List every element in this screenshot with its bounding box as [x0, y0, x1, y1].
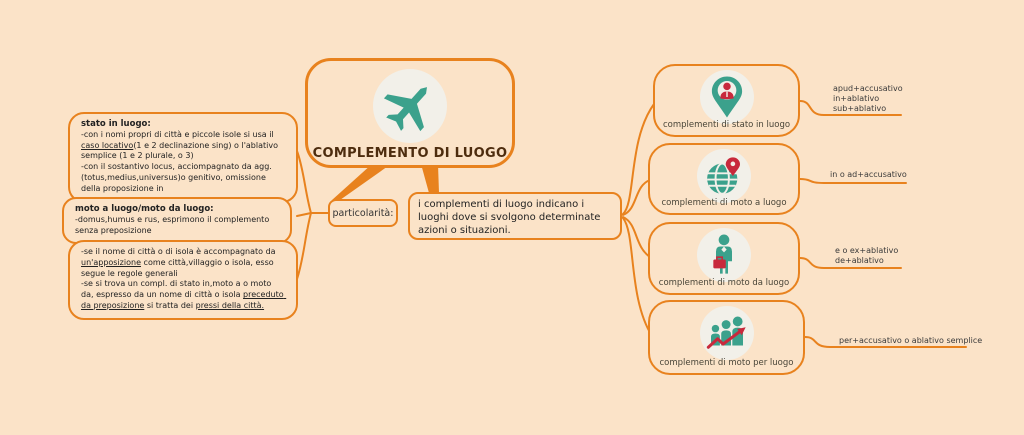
node-moto-da-luogo[interactable]: complementi di moto da luogo: [648, 222, 800, 295]
annotation-stato-in-luogo: apud+accusativo in+ablativo sub+ablativo: [833, 84, 903, 113]
note-text-underlined: pressi della città.: [195, 300, 265, 310]
particularities-node[interactable]: particolarità:: [328, 199, 398, 227]
node-label: complementi di moto a luogo: [661, 198, 787, 208]
node-label: complementi di moto per luogo: [659, 358, 794, 368]
annotation-moto-a-luogo: in o ad+accusativo: [830, 170, 907, 179]
person-pin-icon: [699, 70, 754, 124]
note-text: -con i nomi propri di città e piccole is…: [81, 129, 277, 139]
note-text: come città,villaggio o isola, esso segue…: [81, 257, 274, 300]
note-text: -se il nome di città o di isola è accomp…: [81, 247, 279, 256]
node-label: complementi di stato in luogo: [662, 120, 791, 130]
description-text: i complementi di luogo indicano i luoghi…: [418, 199, 601, 236]
annotation-moto-da-luogo: e o ex+ablativo de+ablativo: [835, 246, 899, 265]
description-node[interactable]: i complementi di luogo indicano i luoghi…: [408, 192, 622, 240]
node-moto-a-luogo[interactable]: complementi di moto a luogo: [648, 143, 800, 215]
note-citta-isola[interactable]: -se il nome di città o di isola è accomp…: [68, 240, 298, 320]
note-stato-in-luogo[interactable]: stato in luogo:-con i nomi propri di cit…: [68, 112, 298, 203]
node-stato-in-luogo[interactable]: complementi di stato in luogo: [653, 64, 800, 137]
note-title: stato in luogo:: [81, 119, 151, 129]
globe-pin-icon: [697, 149, 751, 203]
particularities-label: particolarità:: [332, 207, 394, 219]
annotation-moto-per-luogo: per+accusativo o ablativo semplice: [839, 336, 983, 345]
note-text: (1 e 2 declinazione sing) o l'ablativo s…: [81, 140, 278, 193]
node-moto-per-luogo[interactable]: complementi di moto per luogo: [648, 300, 805, 375]
note-text-underlined: preceduto da preposizione: [81, 290, 287, 310]
note-text-underlined: caso locativo: [81, 140, 134, 150]
person-briefcase-icon: [697, 228, 751, 282]
central-node[interactable]: COMPLEMENTO DI LUOGO: [305, 58, 515, 168]
page-title: COMPLEMENTO DI LUOGO: [312, 146, 508, 161]
note-text-underlined: un'apposizione: [81, 257, 141, 267]
airplane-icon: [373, 69, 447, 143]
people-arrow-icon: [699, 306, 754, 360]
note-text: si tratta dei: [144, 300, 196, 310]
note-title: moto a luogo/moto da luogo:: [75, 204, 214, 214]
node-label: complementi di moto da luogo: [658, 278, 790, 288]
note-text: -domus,humus e rus, esprimono il complem…: [75, 214, 272, 235]
note-moto-a-da-luogo[interactable]: moto a luogo/moto da luogo:-domus,humus …: [62, 197, 292, 245]
